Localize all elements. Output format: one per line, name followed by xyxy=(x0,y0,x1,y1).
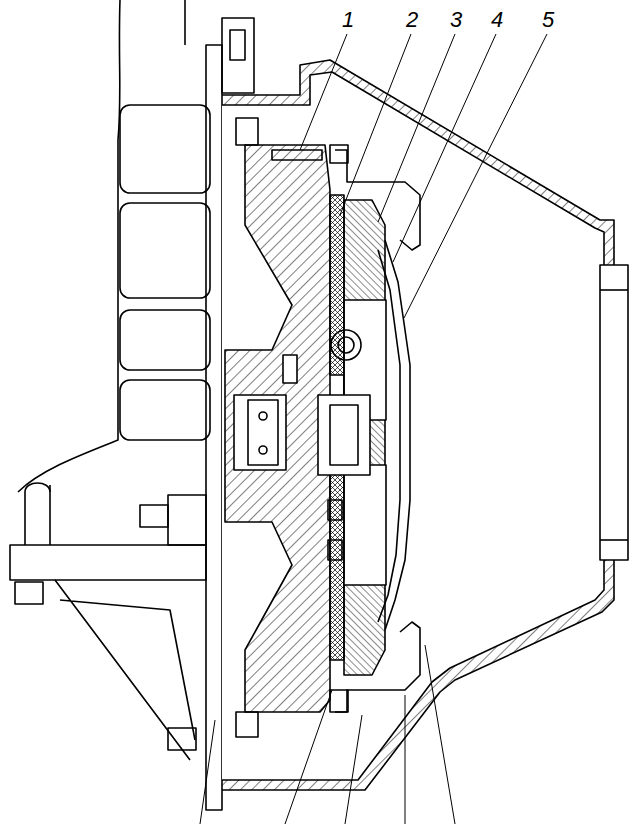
callout-number: 1 xyxy=(336,8,360,32)
callout-number: 2 xyxy=(400,8,424,32)
callout-number: 5 xyxy=(536,8,560,32)
callout-number: 4 xyxy=(485,8,509,32)
callout-number: 3 xyxy=(444,8,468,32)
